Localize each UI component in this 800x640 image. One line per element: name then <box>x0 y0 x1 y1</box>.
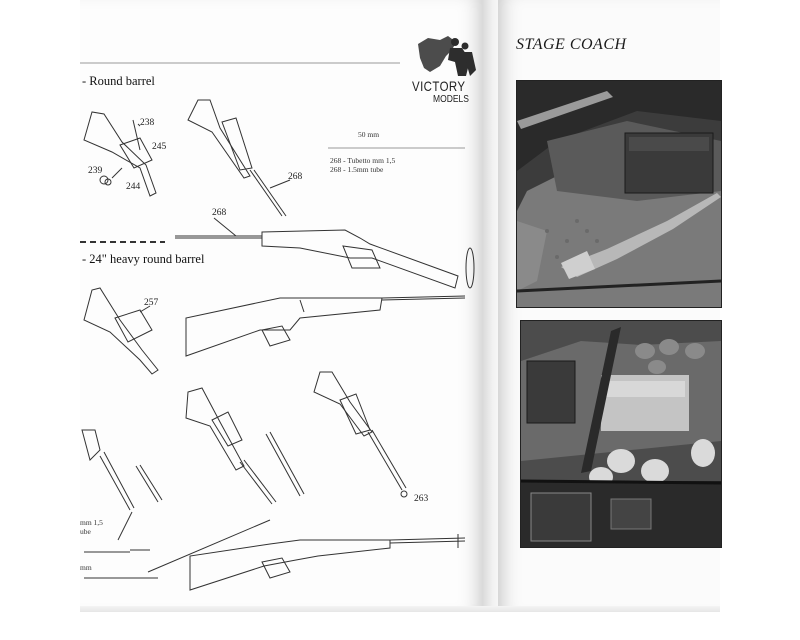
part-label: 268 <box>212 208 227 218</box>
part-label: 257 <box>144 298 159 308</box>
tube-note-english: 268 - 1.5mm tube <box>330 165 384 174</box>
part-label: 239 <box>88 166 103 176</box>
part-label: 244 <box>126 182 141 192</box>
logo-subtitle: MODELS <box>433 94 469 105</box>
partial-note: ube <box>80 527 91 536</box>
stage-coach-photo-top <box>516 80 722 308</box>
photo-illustration <box>521 321 721 547</box>
part-label: 268 <box>288 172 303 182</box>
part-label: 263 <box>414 494 429 504</box>
tube-note-italian: 268 - Tubetto mm 1,5 <box>330 156 396 165</box>
part-label: 245 <box>152 142 167 152</box>
partial-note: mm 1,5 <box>80 518 103 527</box>
section-heading-heavy-barrel: - 24" heavy round barrel <box>82 252 205 266</box>
photo-illustration <box>517 81 721 307</box>
partial-note: mm <box>80 563 92 572</box>
stage-coach-photo-bottom <box>520 320 722 548</box>
page-title: STAGE COACH <box>516 36 627 53</box>
section-heading-round-barrel: - Round barrel <box>82 74 155 88</box>
part-label: 238 <box>140 118 155 128</box>
instruction-page <box>80 0 485 612</box>
logo-name: VICTORY <box>412 78 466 94</box>
measure-label: 50 mm <box>358 130 380 139</box>
page-edge <box>80 606 720 612</box>
